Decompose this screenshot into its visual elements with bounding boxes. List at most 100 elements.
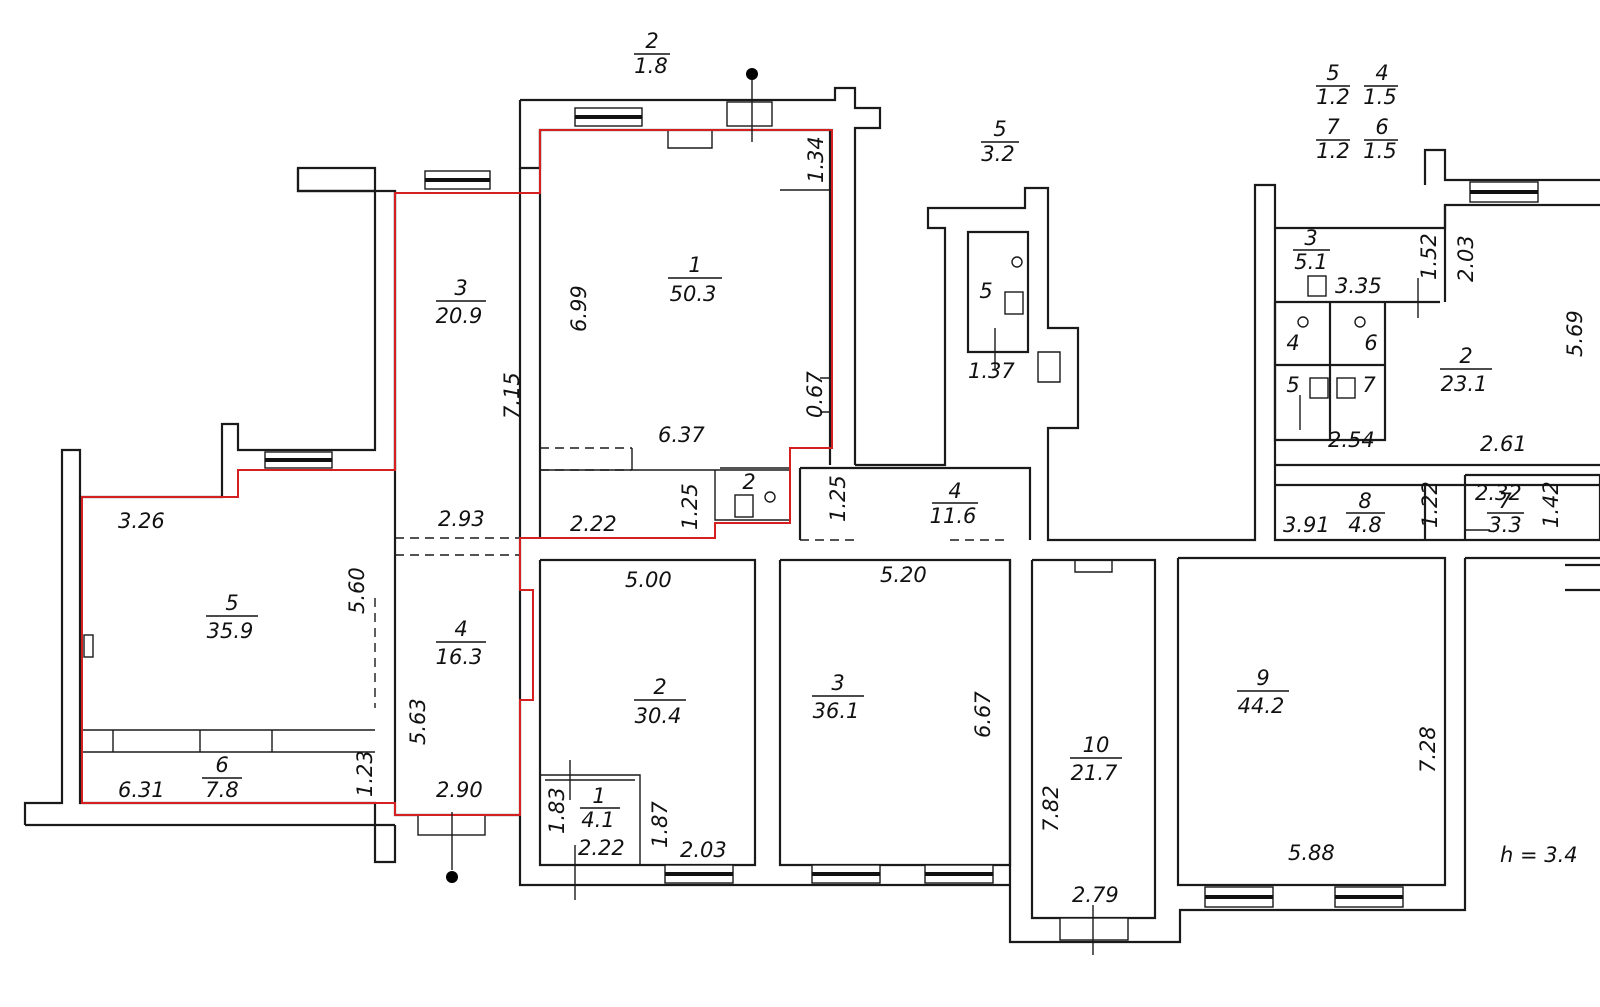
svg-text:4: 4 [454,617,467,641]
svg-text:3.3: 3.3 [1488,513,1521,537]
dimension-label: 5.88 [1288,841,1335,865]
dimension-label: 2.54 [1328,428,1375,452]
svg-text:4.8: 4.8 [1348,513,1381,537]
svg-text:7.8: 7.8 [205,778,238,802]
highlight-outline [81,129,833,816]
dimension-label: 0.67 [803,371,827,418]
svg-text:3: 3 [1304,226,1317,250]
svg-text:1.5: 1.5 [1363,85,1396,109]
room-6-label: 67.8 [202,753,242,802]
svg-text:7: 7 [1498,489,1512,513]
dimension-label: 5.00 [625,568,672,592]
svg-text:9: 9 [1256,666,1269,690]
dimension-label: 6.67 [971,691,995,738]
partitions [80,130,1490,865]
svg-text:5.1: 5.1 [1294,250,1327,274]
svg-text:30.4: 30.4 [635,704,682,728]
dimension-label: 2.22 [578,836,625,860]
svg-text:16.3: 16.3 [436,645,483,669]
svg-text:1.5: 1.5 [1363,139,1396,163]
dimension-label: 1.42 [1539,481,1563,528]
dimension-label: 2.79 [1072,883,1119,907]
wall-socket-icon [83,634,94,658]
openings [374,232,1568,708]
svg-text:1: 1 [592,784,605,808]
svg-text:35.9: 35.9 [207,619,254,643]
wc-label: 2 [742,470,755,494]
room-3-mid-label: 336.1 [812,671,864,723]
svg-text:4: 4 [1375,61,1388,85]
dimension-label: 2.22 [570,512,617,536]
svg-text:6: 6 [1375,115,1388,139]
dimension-label: 1.87 [648,801,672,848]
svg-text:3: 3 [454,276,467,300]
dimension-label: 5.69 [1563,310,1587,357]
svg-text:10: 10 [1083,733,1110,757]
svg-text:5: 5 [993,117,1006,141]
dimension-label: 1.37 [968,359,1015,383]
dimension-label: 1.25 [826,475,850,522]
dimension-label: 1.34 [804,136,828,183]
dimension-label: 6.99 [567,285,591,332]
svg-text:11.6: 11.6 [930,504,977,528]
axis-marker-bottom [446,871,458,883]
svg-text:4.1: 4.1 [581,808,614,832]
upper-room-5b-label: 51.2 [1316,61,1350,109]
dimension-label: 2.93 [438,507,485,531]
room-7-right-label: 73.3 [1487,489,1524,537]
dimension-label: 2.03 [1454,235,1478,282]
svg-text:50.3: 50.3 [670,282,717,306]
upper-room-6b-label: 61.5 [1363,115,1398,163]
room-8-label: 84.8 [1346,489,1385,537]
dimension-label: 2.61 [1480,432,1527,456]
svg-text:36.1: 36.1 [813,699,860,723]
toilet-icon [764,491,776,503]
toilet-icon [1297,316,1309,328]
room-10-label: 10 21.7 [1070,733,1122,785]
svg-text:7: 7 [1326,115,1340,139]
svg-text:20.9: 20.9 [436,304,483,328]
axis-marker-top [746,68,758,80]
dimension-label: 1.83 [545,787,569,834]
svg-text:2: 2 [653,675,666,699]
svg-text:2: 2 [1459,344,1472,368]
svg-text:2: 2 [645,29,658,53]
room-3-right-label: 35.1 [1293,226,1330,274]
dimension-label: 5.20 [880,563,927,587]
dimension-label: 1.25 [678,483,702,530]
svg-text:3.2: 3.2 [981,142,1014,166]
room-3-label: 320.9 [436,276,486,328]
svg-text:5: 5 [1326,61,1339,85]
svg-text:1: 1 [688,253,701,277]
toilet-icon [1011,256,1023,268]
dimension-label: 7.15 [500,372,524,419]
dimension-label: 1.22 [1418,481,1442,528]
svg-text:1.2: 1.2 [1316,85,1349,109]
dimension-label: 3.35 [1335,274,1382,298]
dimension-label: 7.82 [1039,785,1063,832]
dimension-label: 2.90 [436,778,483,802]
walls [23,86,1600,944]
sink-icon [734,494,754,518]
svg-text:44.2: 44.2 [1238,694,1285,718]
wc-label: 4 [1286,331,1299,355]
wc-label: 5 [979,279,992,303]
room-4-label: 416.3 [436,617,486,669]
wc-label: 5 [1286,373,1299,397]
dimension-labels: 1.34 6.99 7.15 0.67 6.37 1.25 2.22 2.93 … [118,136,1587,907]
room-1-small-label: 14.1 [580,784,620,832]
room-4-mid-label: 411.6 [930,479,978,528]
sink-icon [1004,291,1024,315]
dimension-label: 7.28 [1416,726,1440,773]
svg-text:6: 6 [215,753,228,777]
dimension-label: 3.91 [1283,513,1330,537]
sink-icon [1336,377,1356,399]
dimension-label: 3.26 [118,509,165,533]
dimension-label: 6.31 [118,778,165,802]
room-labels: 150.3 320.9 535.9 416.3 67.8 230.4 14.1 … [202,29,1524,832]
sink-icon [1307,275,1327,297]
svg-text:4: 4 [948,479,961,503]
svg-text:21.7: 21.7 [1071,761,1118,785]
dimension-label: 1.52 [1417,233,1441,280]
